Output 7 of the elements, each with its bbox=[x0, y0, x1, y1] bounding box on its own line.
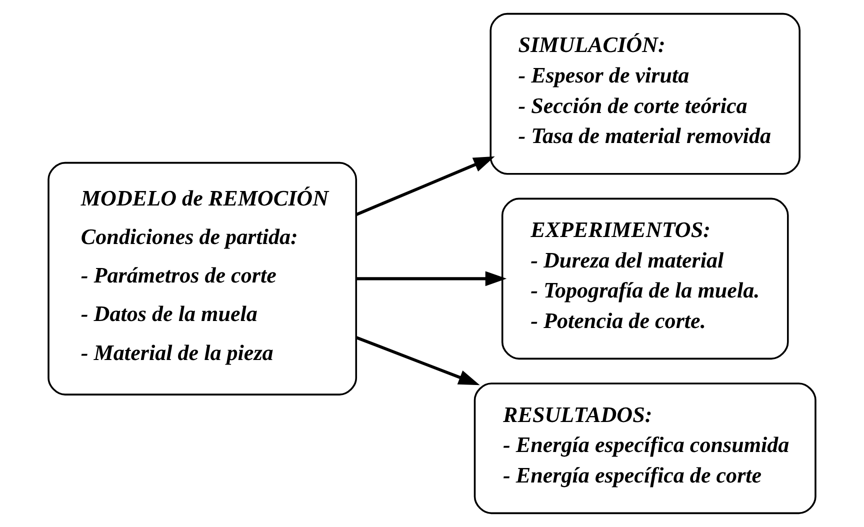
arrow bbox=[356, 156, 495, 216]
node-box: MODELO de REMOCIÓN Condiciones de partida: - Parámetros de corte - Datos de la muela - Material de la pieza bbox=[48, 162, 358, 396]
node-box: EXPERIMENTOS: - Dureza del material - Topografía de la muela. - Potencia de corte. bbox=[501, 198, 789, 360]
arrow bbox=[356, 271, 507, 286]
node-box: RESULTADOS: - Energía específica consumida - Energía específica de corte bbox=[474, 382, 816, 514]
arrow bbox=[356, 336, 480, 386]
node-box: SIMULACIÓN: - Espesor de viruta - Sección de corte teórica - Tasa de material removida bbox=[490, 12, 801, 175]
